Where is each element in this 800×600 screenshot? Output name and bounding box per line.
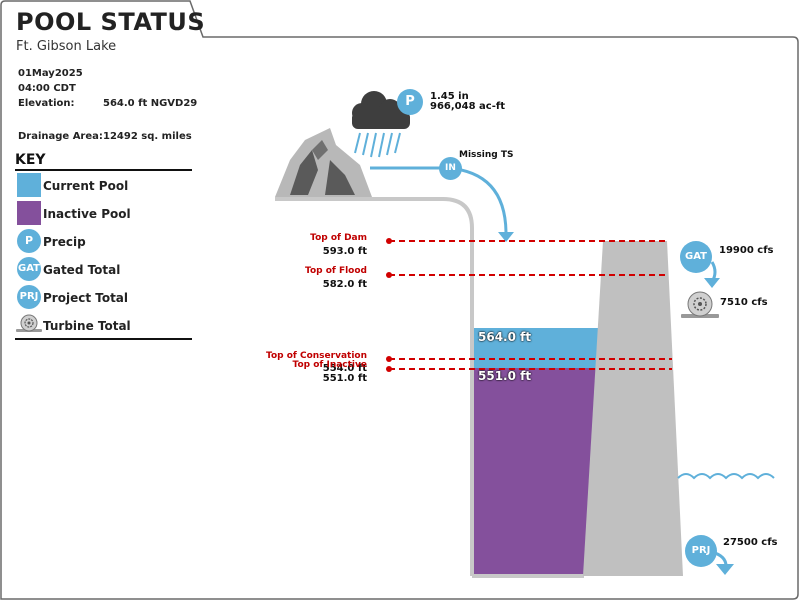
- key-label-project-total: Project Total: [43, 291, 129, 305]
- cloud-icon: [352, 91, 410, 129]
- top-of-inactive-label: Top of Inactive: [292, 360, 367, 370]
- gated-total-icon: GAT: [17, 257, 41, 281]
- current-pool-swatch: [17, 173, 41, 197]
- inactive-pool-area: [474, 368, 597, 574]
- precip-icon: P: [17, 229, 41, 253]
- top-of-conservation-label: Top of Conservation: [266, 351, 367, 361]
- elevation-label: Elevation:: [18, 98, 75, 109]
- top-of-dam-label: Top of Dam: [310, 233, 367, 243]
- tailwater-waves: [677, 473, 775, 480]
- top-of-flood-value: 582.0 ft: [322, 279, 367, 290]
- key-label-inactive-pool: Inactive Pool: [43, 207, 131, 221]
- rain-icon: [354, 132, 401, 158]
- report-time: 04:00 CDT: [18, 83, 76, 94]
- key-divider-top: [15, 169, 192, 171]
- turbine-flow-icon: [681, 291, 719, 318]
- gated-flow-icon: GAT: [680, 241, 712, 273]
- turbine-icon: [16, 314, 42, 332]
- key-label-gated-total: Gated Total: [43, 263, 121, 277]
- elevation-value: 564.0 ft NGVD29: [103, 98, 198, 109]
- current-pool-area: [474, 328, 599, 368]
- top-of-inactive-value: 551.0 ft: [322, 373, 367, 384]
- top-of-flood-label: Top of Flood: [305, 266, 367, 276]
- key-label-precip: Precip: [43, 235, 86, 249]
- key-title: KEY: [15, 152, 46, 168]
- project-flow-value: 27500 cfs: [723, 537, 778, 548]
- top-of-conservation-value: 554.0 ft: [322, 363, 367, 374]
- lake-name: Ft. Gibson Lake: [16, 39, 117, 54]
- project-total-icon: PRJ: [17, 285, 41, 309]
- dam-structure: [583, 241, 683, 576]
- inactive-pool-label: 551.0 ft: [478, 369, 532, 383]
- precip-amount: 1.45 in: [430, 91, 469, 102]
- current-pool-label: 564.0 ft: [478, 330, 532, 344]
- key-label-turbine-total: Turbine Total: [43, 319, 131, 333]
- inflow-icon: IN: [439, 157, 462, 180]
- report-date: 01May2025: [18, 68, 83, 79]
- precip-marker-icon: P: [397, 89, 423, 115]
- turbine-flow-value: 7510 cfs: [720, 297, 768, 308]
- project-flow-icon: PRJ: [685, 535, 717, 567]
- key-label-current-pool: Current Pool: [43, 179, 129, 193]
- key-divider-bottom: [15, 338, 192, 340]
- precip-volume: 966,048 ac-ft: [430, 101, 505, 112]
- gated-flow-value: 19900 cfs: [719, 245, 774, 256]
- mountain-icon: [275, 128, 372, 197]
- drainage-area-value: 12492 sq. miles: [103, 131, 192, 142]
- inactive-pool-swatch: [17, 201, 41, 225]
- drainage-area-label: Drainage Area:: [18, 131, 103, 142]
- top-of-dam-value: 593.0 ft: [322, 246, 367, 257]
- inflow-status: Missing TS: [459, 150, 514, 160]
- page-title: POOL STATUS: [16, 8, 206, 36]
